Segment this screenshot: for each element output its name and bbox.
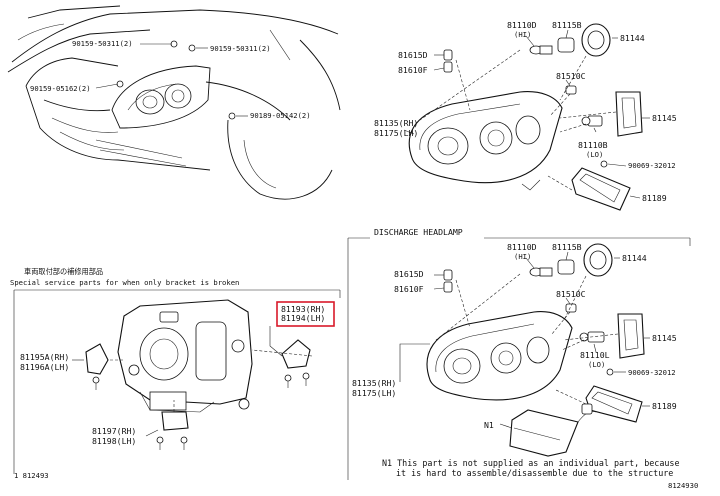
top-left-leaders <box>95 43 248 117</box>
callout-81110d-discharge: 81110D <box>507 242 537 252</box>
callout-81196a-lh: 81196A(LH) <box>20 362 69 372</box>
cover-81144-discharge <box>583 243 613 277</box>
callout-81194-lh: 81194(LH) <box>281 313 325 323</box>
bulb-lo-discharge <box>579 331 605 343</box>
footnote-line-2: it is hard to assemble/disassemble due t… <box>396 468 673 478</box>
bracket-81193 <box>281 339 311 388</box>
bulb-81615d-discharge <box>443 269 453 293</box>
bracket-81197 <box>156 411 189 450</box>
callout-81615d: 81615D <box>398 50 428 60</box>
callout-81110l: 81110L <box>580 350 610 360</box>
bulb-81615d <box>443 49 453 73</box>
callout-90069-32012: 90069-32012 <box>628 161 676 170</box>
callout-81189: 81189 <box>642 193 667 203</box>
callout-81189-discharge: 81189 <box>652 401 677 411</box>
callout-81135-rh: 81135(RH) <box>374 118 418 128</box>
callout-90069-32012-discharge: 90069-32012 <box>628 368 676 377</box>
discharge-section-frame <box>347 237 691 480</box>
bulb-81510c <box>565 85 577 95</box>
callout-81175-lh: 81175(LH) <box>374 128 418 138</box>
callout-81510c: 81510C <box>556 71 586 81</box>
callout-hi: (HI) <box>514 30 531 39</box>
callout-81145: 81145 <box>652 113 677 123</box>
callout-81110b: 81110B <box>578 140 608 150</box>
callout-81610f: 81610F <box>398 65 428 75</box>
cover-81144 <box>581 23 611 57</box>
bracket-leaders <box>72 326 313 437</box>
gasket-81145 <box>615 91 643 137</box>
notice-special-service: Special service parts for when only brac… <box>10 278 239 287</box>
screw-90069-discharge <box>606 368 614 376</box>
bulb-lo <box>581 115 603 127</box>
headlamp-rear-view <box>117 299 253 413</box>
bulb-hi-discharge <box>529 267 553 277</box>
socket-81115b-discharge <box>557 259 575 275</box>
callout-81510c-discharge: 81510C <box>556 289 586 299</box>
callout-lo-discharge: (LO) <box>588 360 605 369</box>
callout-90159-05162: 90159-05162(2) <box>30 84 91 93</box>
discharge-leaders <box>399 251 650 429</box>
callout-81115b-discharge: 81115B <box>552 242 582 252</box>
callout-90189-05142: 90189-05142(2) <box>250 111 311 120</box>
callout-81198-lh: 81198(LH) <box>92 436 136 446</box>
bracket-section-frame <box>13 289 341 474</box>
callout-81615d-discharge: 81615D <box>394 269 424 279</box>
top-right-leaders <box>403 29 650 199</box>
callout-81197-rh: 81197(RH) <box>92 426 136 436</box>
socket-81115b <box>557 37 575 53</box>
cover-81189-discharge <box>585 385 643 423</box>
callout-81115b: 81115B <box>552 20 582 30</box>
bulb-hi <box>529 45 553 55</box>
screw-90069 <box>600 160 608 168</box>
bulb-81510c-discharge <box>565 303 577 313</box>
gasket-81145-discharge <box>617 313 645 359</box>
cover-81189 <box>571 167 631 211</box>
discharge-title: DISCHARGE HEADLAMP <box>374 227 463 237</box>
callout-90159-50311-a: 90159-50311(2) <box>72 39 133 48</box>
ballast-unit <box>509 403 597 457</box>
callout-lo: (LO) <box>586 150 603 159</box>
callout-81145-discharge: 81145 <box>652 333 677 343</box>
callout-81175-lh-discharge: 81175(LH) <box>352 388 396 398</box>
callout-81144: 81144 <box>620 33 645 43</box>
footer-right-id: 8124930 <box>668 481 698 490</box>
headlamp-assembly-discharge <box>426 243 645 457</box>
highlight-81194 <box>276 301 335 327</box>
callout-81110d: 81110D <box>507 20 537 30</box>
bracket-81195a <box>85 343 109 390</box>
callout-hi-discharge: (HI) <box>514 252 531 261</box>
callout-81193-rh: 81193(RH) <box>281 304 325 314</box>
callout-81195a-rh: 81195A(RH) <box>20 352 69 362</box>
callout-81135-rh-discharge: 81135(RH) <box>352 378 396 388</box>
callout-90159-50311-b: 90159-50311(2) <box>210 44 271 53</box>
callout-81610f-discharge: 81610F <box>394 284 424 294</box>
callout-n1: N1 <box>484 420 494 430</box>
notice-japanese: 車両取付部の補修用部品 <box>24 267 103 276</box>
headlamp-assembly-standard <box>408 23 643 211</box>
vehicle-front-illustration <box>7 5 341 200</box>
footnote-line-1: N1 This part is not supplied as an indiv… <box>382 458 680 468</box>
callout-81144-discharge: 81144 <box>622 253 647 263</box>
footer-left-id: 1 812493 <box>14 471 49 480</box>
